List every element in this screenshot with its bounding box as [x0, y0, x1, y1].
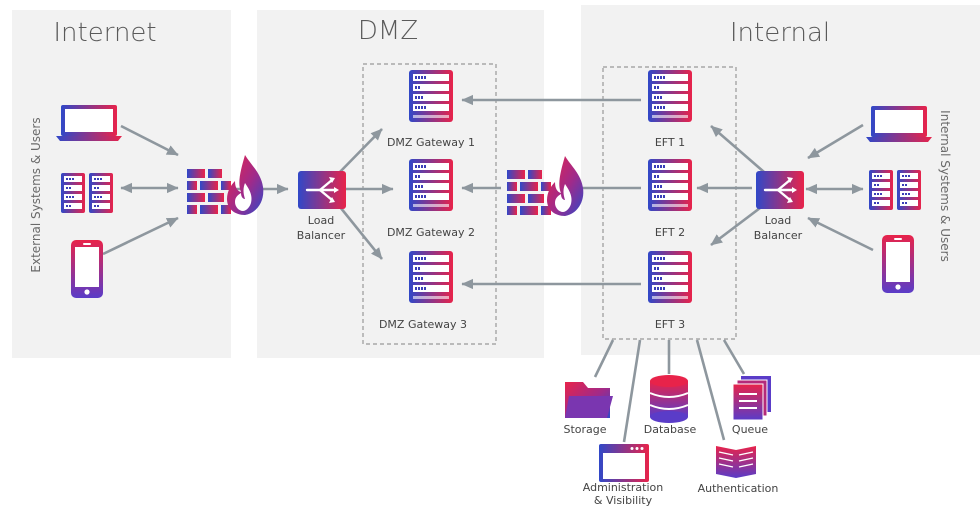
server-icon — [648, 70, 692, 122]
book-icon — [716, 446, 756, 478]
storage-label: Storage — [563, 423, 606, 436]
laptop-icon — [56, 105, 122, 141]
eft1-label: EFT 1 — [655, 136, 685, 149]
admin-label-line1: Administration — [583, 481, 664, 494]
server-icon — [648, 251, 692, 303]
load-balancer-icon — [756, 171, 804, 209]
phone-icon — [882, 235, 914, 293]
queue-icon — [732, 376, 771, 421]
admin-label-line2: & Visibility — [594, 494, 653, 507]
eft-group — [602, 66, 737, 340]
queue-label: Queue — [732, 423, 768, 436]
laptop-icon — [866, 106, 932, 142]
zone-title-internet: Internet — [53, 18, 156, 48]
arrow-lb-to-eft3 — [710, 203, 765, 247]
gw1-label: DMZ Gateway 1 — [387, 136, 475, 149]
arrow-phone-to-lb-internal — [807, 216, 874, 252]
lb-dmz-label-line2: Balancer — [297, 229, 346, 242]
line-to-admin — [622, 339, 642, 443]
server-icon — [409, 70, 453, 122]
eft2-label: EFT 2 — [655, 226, 685, 239]
lb-dmz-label-line1: Load — [308, 214, 334, 227]
external-systems-label: External Systems & Users — [29, 117, 43, 272]
arrow-lb-to-gw1 — [335, 128, 383, 177]
arrow-phone-to-firewall — [102, 216, 179, 256]
internal-systems-label: Internal Systems & Users — [938, 110, 952, 262]
eft3-label: EFT 3 — [655, 318, 685, 331]
line-to-storage — [593, 339, 615, 378]
server-icon — [648, 159, 692, 211]
line-to-auth — [695, 339, 726, 441]
folder-icon — [565, 382, 613, 418]
arrow-laptop-to-lb-internal — [807, 123, 864, 160]
load-balancer-icon — [298, 171, 346, 209]
lb-int-label-line2: Balancer — [754, 229, 803, 242]
auth-label: Authentication — [698, 482, 779, 495]
server-icon — [409, 251, 453, 303]
line-to-queue — [722, 339, 746, 375]
arrow-laptop-to-firewall — [120, 124, 179, 157]
lb-int-label-line1: Load — [765, 214, 791, 227]
arrow-lb-to-eft1 — [710, 125, 765, 173]
gw2-label: DMZ Gateway 2 — [387, 226, 475, 239]
internet-zone — [12, 10, 231, 358]
phone-icon — [71, 240, 103, 298]
arrow-lb-to-gw3 — [334, 201, 384, 260]
database-icon — [649, 375, 689, 423]
server-icon — [409, 159, 453, 211]
zone-title-dmz: DMZ — [358, 16, 418, 46]
gw3-label: DMZ Gateway 3 — [379, 318, 467, 331]
connection-arrows — [102, 94, 874, 443]
browser-window-icon — [599, 444, 649, 482]
zone-title-internal: Internal — [730, 18, 830, 48]
dmz-gateway-group — [362, 63, 497, 345]
database-label: Database — [644, 423, 697, 436]
